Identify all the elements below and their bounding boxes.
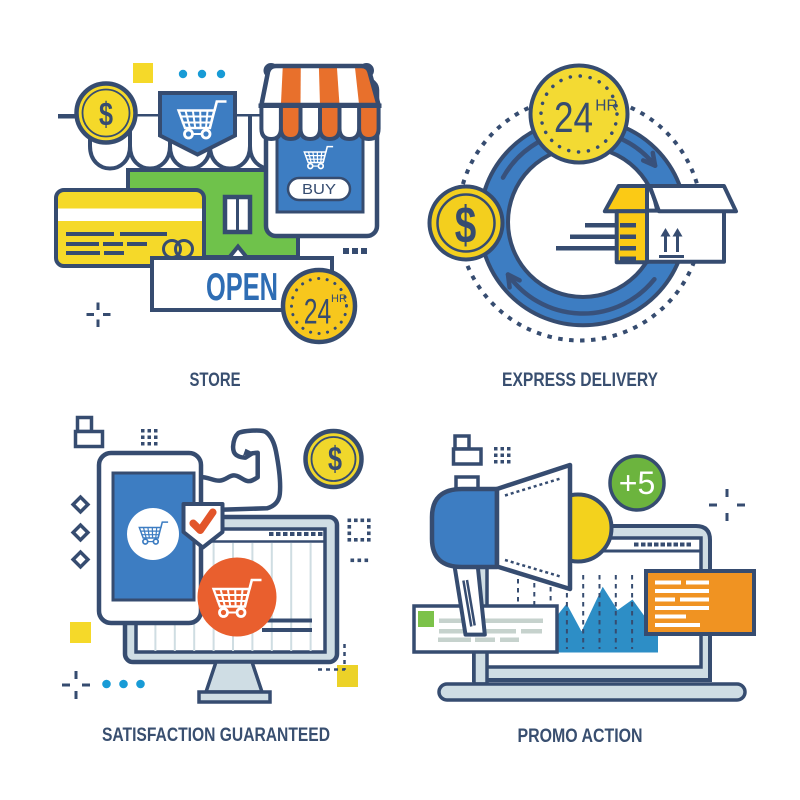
svg-text:BUY: BUY [302,182,336,198]
svg-text:HR: HR [595,98,617,115]
svg-text:STORE: STORE [190,369,241,391]
svg-text:EXPRESS DELIVERY: EXPRESS DELIVERY [502,369,658,391]
svg-text:24: 24 [304,293,332,332]
svg-text:+5: +5 [619,465,655,501]
svg-text:$: $ [328,441,342,479]
svg-text:PROMO ACTION: PROMO ACTION [518,725,643,747]
svg-text:HR: HR [331,293,347,305]
svg-text:24: 24 [554,94,593,142]
svg-text:SATISFACTION GUARANTEED: SATISFACTION GUARANTEED [102,724,330,746]
svg-text:OPEN: OPEN [206,266,278,309]
svg-text:$: $ [455,197,477,255]
svg-text:$: $ [99,96,113,133]
